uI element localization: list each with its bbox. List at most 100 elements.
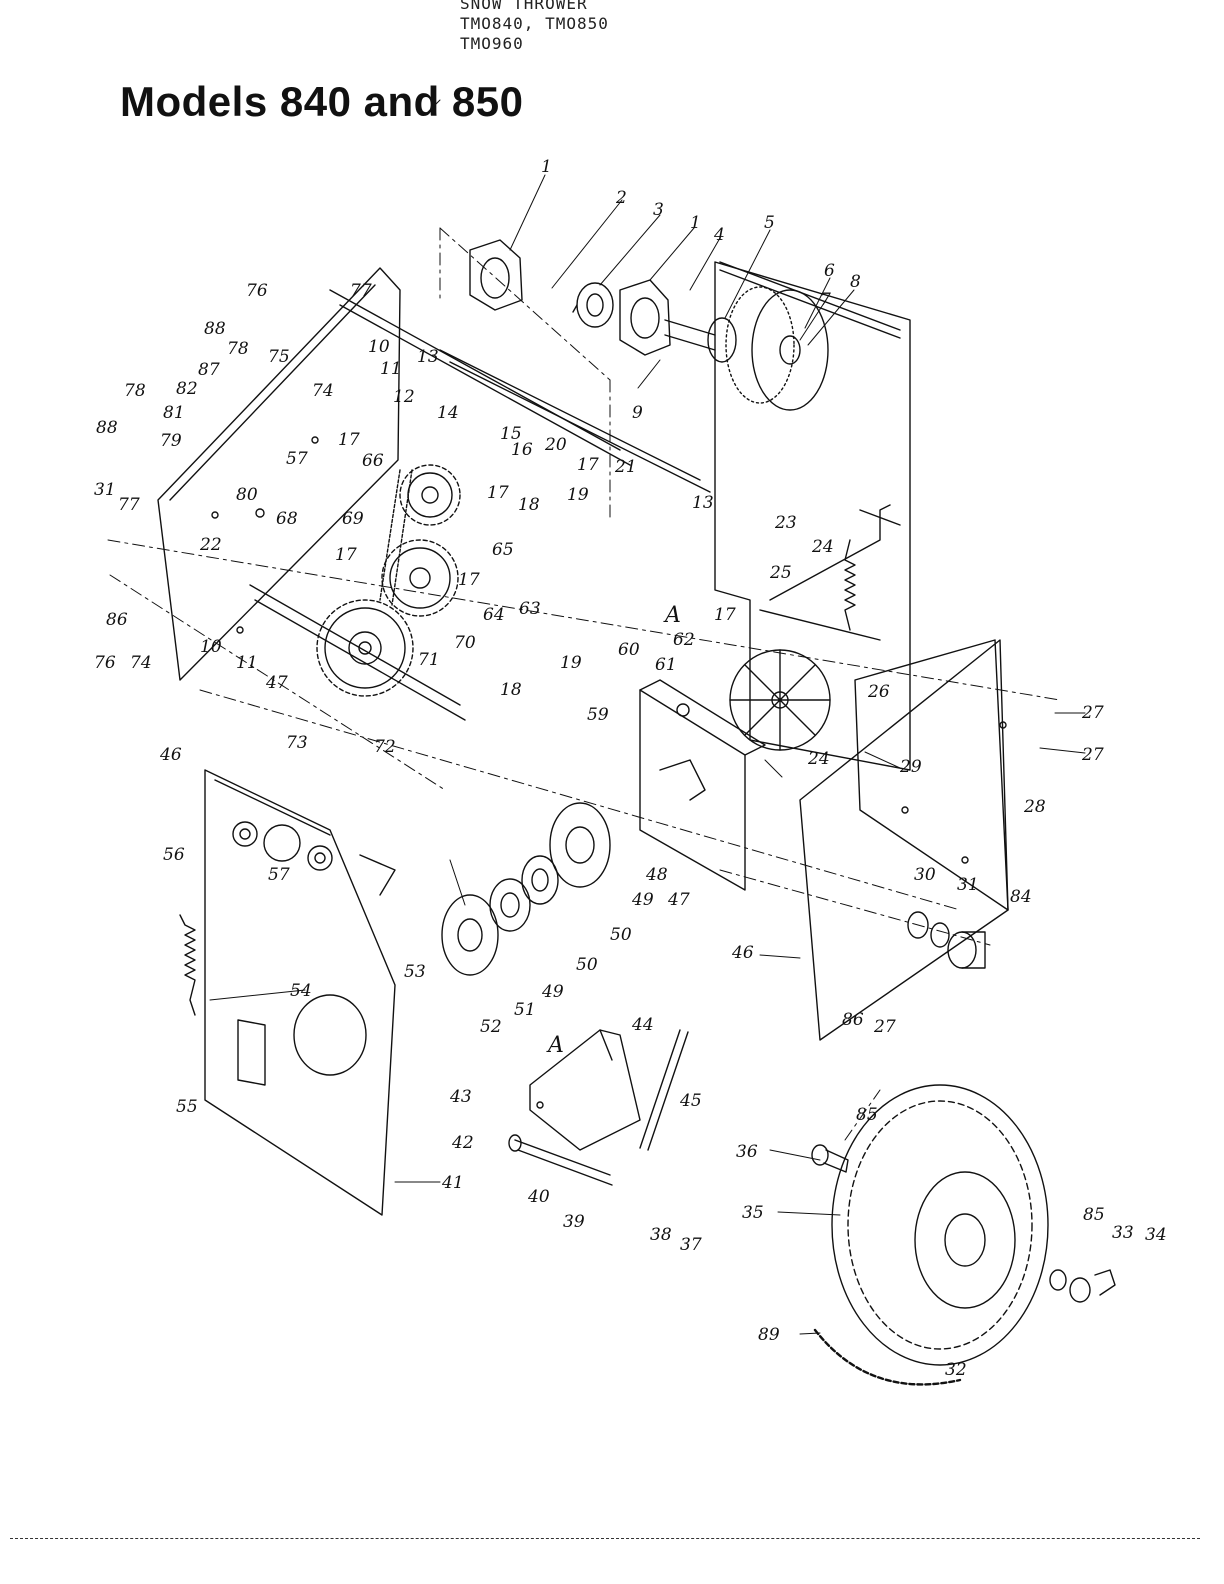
callout-11-left: 11	[236, 653, 258, 673]
callout-35: 35	[742, 1203, 764, 1223]
callout-59: 59	[587, 705, 609, 725]
callout-12: 12	[393, 387, 415, 407]
right-rear-housing	[854, 639, 1009, 911]
callout-30: 30	[914, 865, 936, 885]
callout-16: 16	[511, 440, 533, 460]
callout-18-top: 18	[518, 495, 540, 515]
callout-13-right: 13	[692, 493, 714, 513]
callout-57-top: 57	[286, 449, 308, 469]
callout-53: 53	[404, 962, 426, 982]
callout-23: 23	[774, 513, 797, 533]
callout-77-left: 77	[118, 495, 140, 515]
bearing-stack	[441, 802, 611, 976]
callout-27-b: 27	[1081, 745, 1104, 765]
callout-86-right: 86	[842, 1010, 864, 1030]
footer-rule	[10, 1538, 1200, 1539]
callout-26: 26	[867, 682, 890, 702]
callout-50-low: 50	[576, 955, 598, 975]
bearing-top	[572, 282, 614, 328]
callout-33: 33	[1112, 1223, 1134, 1243]
callout-10-top: 10	[368, 337, 390, 357]
callout-89: 89	[758, 1325, 780, 1345]
callout-64: 64	[483, 605, 505, 625]
tire	[831, 1084, 1049, 1366]
callout-18-low: 18	[500, 680, 522, 700]
axle-retainer	[811, 1144, 1116, 1303]
callout-49-top: 49	[631, 890, 654, 910]
drive-sprocket-small	[381, 539, 459, 617]
callout-66: 66	[362, 451, 384, 471]
callout-79: 79	[160, 431, 182, 451]
callout-2: 2	[615, 188, 627, 208]
callout-28: 28	[1023, 797, 1046, 817]
callout-49-low: 49	[541, 982, 564, 1002]
callout-48: 48	[645, 865, 668, 885]
callout-24-top: 24	[811, 537, 834, 557]
callout-19-low: 19	[560, 653, 582, 673]
callout-31-right: 31	[957, 875, 979, 895]
drive-sprocket-large	[316, 599, 414, 697]
callout-72: 72	[374, 737, 396, 757]
callout-68: 68	[276, 509, 298, 529]
page-title: Models 840 and 850	[120, 78, 524, 125]
callout-44: 44	[631, 1015, 654, 1035]
callout-77-top: 77	[350, 281, 372, 301]
hub-shaft	[664, 317, 737, 363]
tension-spring	[179, 914, 196, 1016]
callout-25: 25	[769, 563, 792, 583]
callout-32: 32	[945, 1360, 967, 1380]
callout-17-d: 17	[335, 545, 357, 565]
callout-11-top: 11	[380, 359, 402, 379]
callout-81: 81	[163, 403, 185, 423]
bearing-flange-mid	[619, 279, 671, 356]
header-line-model-960: TMO960	[460, 34, 524, 53]
callout-46-right: 46	[731, 943, 754, 963]
callout-88-left: 88	[96, 418, 118, 438]
callout-19-top: 19	[567, 485, 589, 505]
callout-70: 70	[454, 633, 476, 653]
callout-74-left: 74	[130, 653, 152, 673]
callout-87: 87	[198, 360, 220, 380]
callout-80: 80	[236, 485, 258, 505]
callout-69: 69	[342, 509, 364, 529]
left-side-plate	[157, 267, 401, 681]
shift-arm	[769, 504, 901, 601]
callout-38: 38	[650, 1225, 672, 1245]
callout-36: 36	[736, 1142, 758, 1162]
callout-39: 39	[563, 1212, 585, 1232]
model-header: SNOW THROWER TMO840, TMO850 TMO960	[460, 0, 609, 54]
callout-3: 3	[653, 200, 664, 220]
callout-17-e: 17	[714, 605, 736, 625]
callout-56: 56	[163, 845, 185, 865]
drive-chain	[379, 469, 413, 606]
callout-63: 63	[519, 599, 541, 619]
shift-lever	[529, 1029, 689, 1151]
callout-65: 65	[492, 540, 514, 560]
callout-84: 84	[1010, 887, 1032, 907]
center-frame	[639, 679, 766, 891]
callout-51: 51	[514, 1000, 536, 1020]
leader-lines	[209, 99, 1086, 1335]
callout-17-a: 17	[338, 430, 360, 450]
bearing-flange-top	[469, 239, 523, 311]
callout-17-b: 17	[487, 483, 509, 503]
callout-86-left: 86	[106, 610, 128, 630]
callout-52: 52	[480, 1017, 502, 1037]
friction-wheel	[725, 286, 829, 411]
callout-17-f: 17	[458, 570, 480, 590]
callout-8: 8	[850, 272, 861, 292]
callout-17-c: 17	[577, 455, 599, 475]
callout-82: 82	[176, 379, 198, 399]
callout-74-top: 74	[312, 381, 334, 401]
callout-5: 5	[764, 213, 775, 233]
callout-73: 73	[286, 733, 308, 753]
callout-A-lever: A	[546, 1033, 564, 1058]
callout-43: 43	[449, 1087, 472, 1107]
callout-6: 6	[824, 261, 835, 281]
callout-4: 4	[713, 225, 725, 245]
callout-60: 60	[618, 640, 640, 660]
callout-15: 15	[500, 424, 522, 444]
tire-chain	[813, 1328, 962, 1386]
shift-bolt	[508, 1134, 613, 1186]
callout-45: 45	[679, 1091, 702, 1111]
